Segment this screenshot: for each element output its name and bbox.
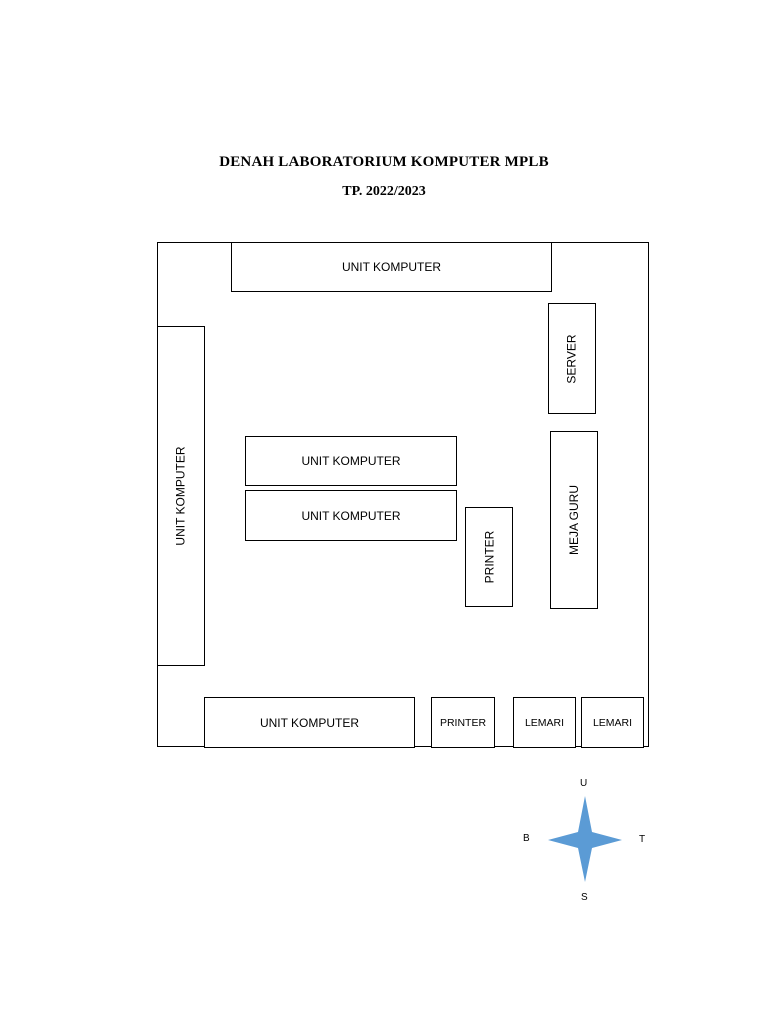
- center-computer-unit-2-label: UNIT KOMPUTER: [301, 508, 401, 523]
- printer-bottom: PRINTER: [431, 697, 495, 748]
- compass-west-label: B: [523, 833, 530, 844]
- compass-rose: U S T B: [500, 770, 670, 910]
- cabinet-1-label: LEMARI: [524, 716, 565, 729]
- center-computer-unit-2: UNIT KOMPUTER: [245, 490, 457, 541]
- printer-bottom-label: PRINTER: [439, 716, 487, 729]
- cabinet-2: LEMARI: [581, 697, 644, 748]
- center-computer-unit-1: UNIT KOMPUTER: [245, 436, 457, 486]
- page-title: DENAH LABORATORIUM KOMPUTER MPLB: [219, 154, 549, 170]
- compass-east-label: T: [639, 834, 646, 845]
- cabinet-1: LEMARI: [513, 697, 576, 748]
- page-subtitle: TP. 2022/2023: [342, 184, 426, 199]
- left-computer-unit: UNIT KOMPUTER: [157, 326, 205, 666]
- server-box: SERVER: [548, 303, 596, 414]
- teacher-desk: MEJA GURU: [550, 431, 598, 609]
- compass-star-icon: [548, 796, 622, 882]
- compass-north-label: U: [580, 778, 588, 789]
- printer-center: PRINTER: [465, 507, 513, 607]
- compass-south-label: S: [581, 892, 588, 903]
- left-computer-unit-label: UNIT KOMPUTER: [174, 446, 188, 546]
- top-computer-unit-label: UNIT KOMPUTER: [341, 260, 442, 274]
- bottom-computer-unit: UNIT KOMPUTER: [204, 697, 415, 748]
- server-label: SERVER: [565, 333, 580, 384]
- bottom-computer-unit-label: UNIT KOMPUTER: [259, 715, 360, 730]
- printer-center-label: PRINTER: [482, 530, 497, 584]
- top-computer-unit: UNIT KOMPUTER: [231, 242, 552, 292]
- cabinet-2-label: LEMARI: [592, 716, 633, 729]
- center-computer-unit-1-label: UNIT KOMPUTER: [301, 454, 401, 468]
- teacher-desk-label: MEJA GURU: [567, 484, 582, 556]
